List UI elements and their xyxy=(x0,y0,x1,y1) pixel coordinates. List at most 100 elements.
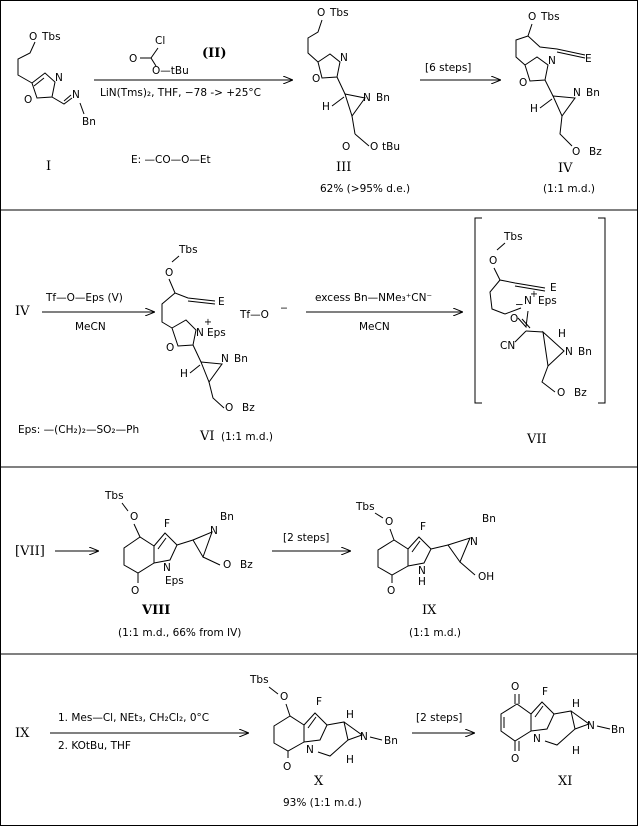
atom-label: O xyxy=(370,141,378,153)
reagent-V: Tf—O—Eps (V) xyxy=(45,292,123,304)
reagent-cyanide: excess Bn—NMe₃⁺CN⁻ xyxy=(315,292,432,304)
atom-label: Tbs xyxy=(329,7,349,19)
atom-label: O xyxy=(385,516,393,528)
compound-III: O Tbs N O N Bn H O O tBu xyxy=(307,7,400,153)
label-VI: VI xyxy=(199,429,215,444)
atom-label: Bn xyxy=(234,353,248,365)
conditions-7a: 1. Mes—Cl, NEt₃, CH₂Cl₂, 0°C xyxy=(58,712,209,724)
atom-label: N xyxy=(587,720,595,732)
atom-label: CN xyxy=(500,340,515,352)
atom-label: Bn xyxy=(82,116,96,128)
compound-IV: O Tbs E N O N Bn H O Bz xyxy=(515,11,602,158)
atom-label: O xyxy=(342,141,350,153)
yield-III: 62% (>95% d.e.) xyxy=(320,183,410,195)
atom-label: Tbs xyxy=(41,31,61,43)
note-VIII: (1:1 m.d., 66% from IV) xyxy=(118,627,241,639)
atom-label: H xyxy=(558,328,566,340)
atom-label: Bz xyxy=(589,146,602,158)
atom-label: O xyxy=(489,255,497,267)
atom-label: E xyxy=(550,282,557,294)
atom-label: N xyxy=(418,565,426,577)
label-III: III xyxy=(336,160,351,175)
label-XI: XI xyxy=(558,774,572,789)
atom-label: H xyxy=(346,709,354,721)
atom-label: E xyxy=(218,296,225,308)
reagent-II: Cl O O—tBu (II) xyxy=(129,35,226,77)
steps-label-2: [2 steps] xyxy=(283,532,329,544)
atom-label: H xyxy=(418,576,426,588)
conditions-1: LiN(Tms)₂, THF, −78 -> +25°C xyxy=(100,87,261,99)
atom-label: Bn xyxy=(578,346,592,358)
atom-label: N xyxy=(163,562,171,574)
atom-label: N xyxy=(363,92,371,104)
atom-label: Bn xyxy=(384,735,398,747)
atom-label: N xyxy=(533,733,541,745)
atom-label: O xyxy=(130,511,138,523)
atom-label: F xyxy=(542,686,548,698)
atom-label: N xyxy=(360,731,368,743)
label-X: X xyxy=(314,774,324,789)
atom-label: O xyxy=(165,267,173,279)
compound-VIII: Tbs O F N Eps O N Bn O Bz xyxy=(104,490,253,597)
atom-label: O xyxy=(511,753,519,765)
atom-label: O xyxy=(131,585,139,597)
atom-label: H xyxy=(180,368,188,380)
compound-VI: Tbs O E N + Eps O N Bn H O Bz Tf—O − xyxy=(161,244,288,414)
atom-label: Bz xyxy=(574,387,587,399)
atom-label: Bn xyxy=(586,87,600,99)
atom-label: N xyxy=(573,87,581,99)
ratio-IX: (1:1 m.d.) xyxy=(409,627,461,639)
ratio-VI: (1:1 m.d.) xyxy=(221,431,273,443)
atom-label: O xyxy=(317,7,325,19)
label-II: (II) xyxy=(202,46,226,61)
atom-label: Tbs xyxy=(249,674,269,686)
atom-label: O xyxy=(223,559,231,571)
atom-label: O xyxy=(510,313,518,325)
atom-label: tBu xyxy=(382,141,400,153)
atom-label: O xyxy=(387,585,395,597)
atom-label: O xyxy=(572,146,580,158)
atom-label: O xyxy=(312,73,320,85)
start-IV: IV xyxy=(15,304,30,319)
atom-label: H xyxy=(346,754,354,766)
atom-label: Tbs xyxy=(104,490,124,502)
steps-label-3: [2 steps] xyxy=(416,712,462,724)
atom-label: O xyxy=(557,387,565,399)
atom-label: Eps xyxy=(165,575,184,587)
atom-label: H xyxy=(572,745,580,757)
start-VII: [VII] xyxy=(15,544,45,559)
atom-label: O xyxy=(225,402,233,414)
atom-label: N xyxy=(210,525,218,537)
atom-label: O xyxy=(519,77,527,89)
atom-label: Bn xyxy=(611,724,625,736)
atom-label: Bn xyxy=(482,513,496,525)
atom-label: H xyxy=(322,101,330,113)
label-I: I xyxy=(46,159,51,174)
charge: + xyxy=(530,289,538,300)
atom-label: Eps xyxy=(538,295,557,307)
atom-label: Bz xyxy=(240,559,253,571)
compound-VII: Tbs O E − N + Eps O CN H N Bn O Bz xyxy=(474,217,606,404)
label-IX: IX xyxy=(422,603,437,618)
atom-label: F xyxy=(316,696,322,708)
atom-label: F xyxy=(164,518,170,530)
atom-label: E xyxy=(585,53,592,65)
atom-label: N xyxy=(221,353,229,365)
conditions-7b: 2. KOtBu, THF xyxy=(58,740,131,752)
atom-label: N xyxy=(340,52,348,64)
start-IX: IX xyxy=(15,726,30,741)
atom-label: O xyxy=(29,31,37,43)
atom-label: N xyxy=(306,744,314,756)
atom-label: O xyxy=(24,94,32,106)
atom-label: O xyxy=(166,342,174,354)
solvent-3: MeCN xyxy=(75,321,106,333)
charge: + xyxy=(204,317,212,328)
atom-label: H xyxy=(572,698,580,710)
label-IV: IV xyxy=(558,161,573,176)
atom-label: Tbs xyxy=(540,11,560,23)
atom-label: N xyxy=(72,89,80,101)
atom-label: O xyxy=(129,53,137,65)
label-VIII: VIII xyxy=(141,603,170,618)
atom-label: Eps xyxy=(207,327,226,339)
